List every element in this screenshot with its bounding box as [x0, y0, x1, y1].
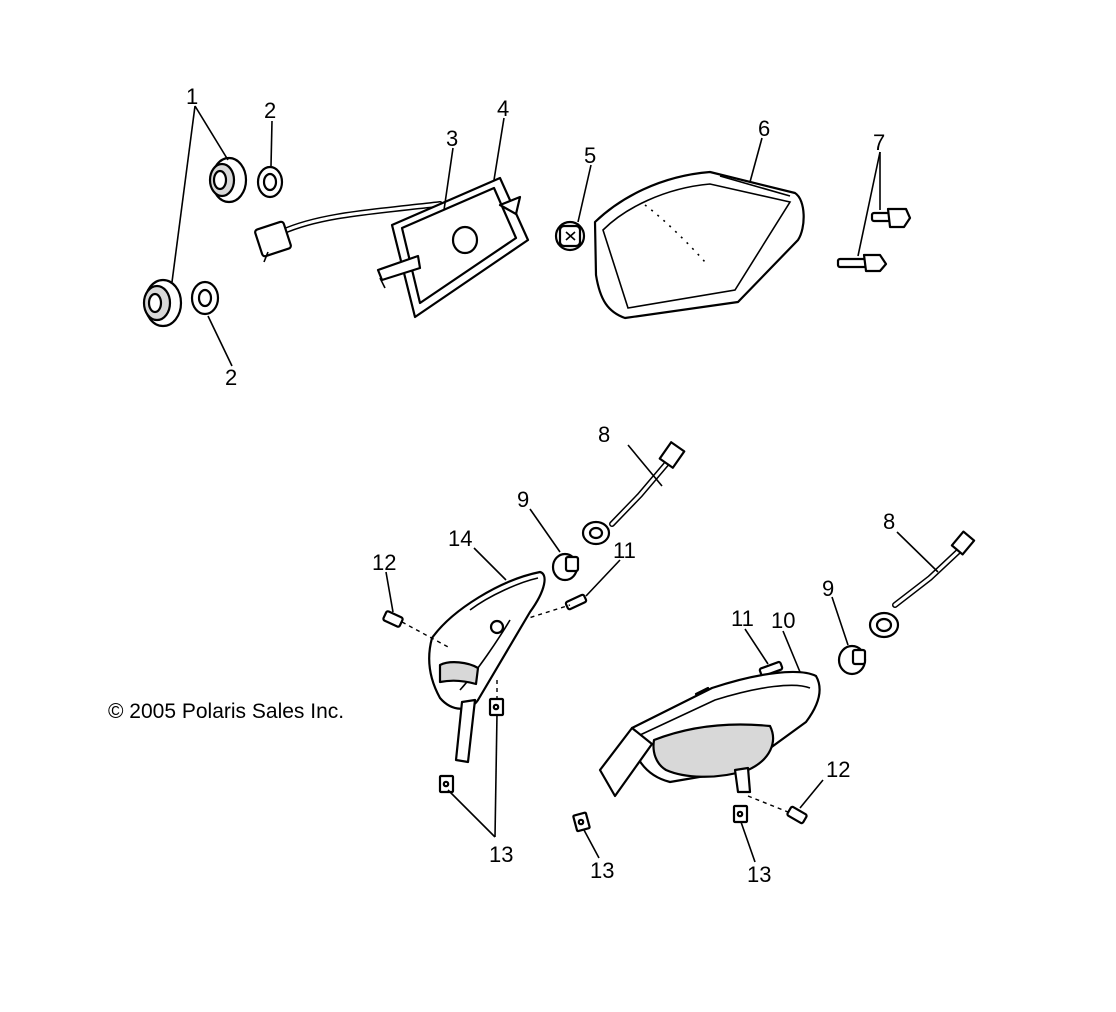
callout-3: 3	[446, 126, 458, 151]
callout-12-left: 12	[372, 550, 396, 575]
part-washer-upper	[256, 165, 284, 199]
part-socket-wire-right	[868, 530, 976, 639]
callout-8-right: 8	[883, 509, 895, 534]
leader-lines	[171, 105, 939, 863]
callout-12-right: 12	[826, 757, 850, 782]
part-clip-13-c	[572, 811, 591, 833]
part-bulb-socket	[554, 220, 586, 252]
part-bulb-right	[837, 644, 867, 676]
callout-8-left: 8	[598, 422, 610, 447]
part-bulb-left	[551, 552, 580, 582]
callout-2-bottom: 2	[225, 365, 237, 390]
part-washer-lower	[190, 280, 220, 316]
part-grommet-upper	[208, 156, 248, 204]
callout-9-left: 9	[517, 487, 529, 512]
callout-1: 1	[186, 84, 198, 109]
part-clip-13-a	[488, 697, 505, 717]
callout-2-top: 2	[264, 98, 276, 123]
callout-7: 7	[873, 130, 885, 155]
part-clip-13-b	[438, 774, 455, 794]
callout-4: 4	[497, 96, 509, 121]
callout-14: 14	[448, 526, 472, 551]
part-turn-signal-housing-right	[598, 670, 821, 798]
callout-13-right: 13	[747, 862, 771, 887]
callout-11-left: 11	[613, 538, 636, 563]
callout-6: 6	[758, 116, 770, 141]
callout-11-right: 11	[731, 606, 754, 631]
part-clip-13-d	[732, 804, 749, 824]
callout-13-left: 13	[489, 842, 513, 867]
callout-13-middle: 13	[590, 858, 614, 883]
part-socket-wire-left	[581, 441, 686, 546]
part-grommet-lower	[142, 278, 183, 328]
copyright-text: © 2005 Polaris Sales Inc.	[108, 700, 344, 723]
part-screw-11-left	[564, 593, 588, 611]
part-screw-upper	[870, 207, 912, 229]
callout-5: 5	[584, 143, 596, 168]
part-turn-signal-housing-left	[428, 570, 546, 764]
callout-9-right: 9	[822, 576, 834, 601]
part-lens	[593, 170, 805, 320]
part-screw-lower	[836, 253, 888, 273]
callout-numbers: 1 2 2 3 4 5 6 7 8 9 14 11 12 8 9 11 10 1…	[186, 84, 895, 887]
part-taillight-base	[254, 176, 530, 319]
callout-10: 10	[771, 608, 795, 633]
part-screw-12-right	[786, 805, 808, 825]
part-screw-12-left	[382, 610, 404, 628]
